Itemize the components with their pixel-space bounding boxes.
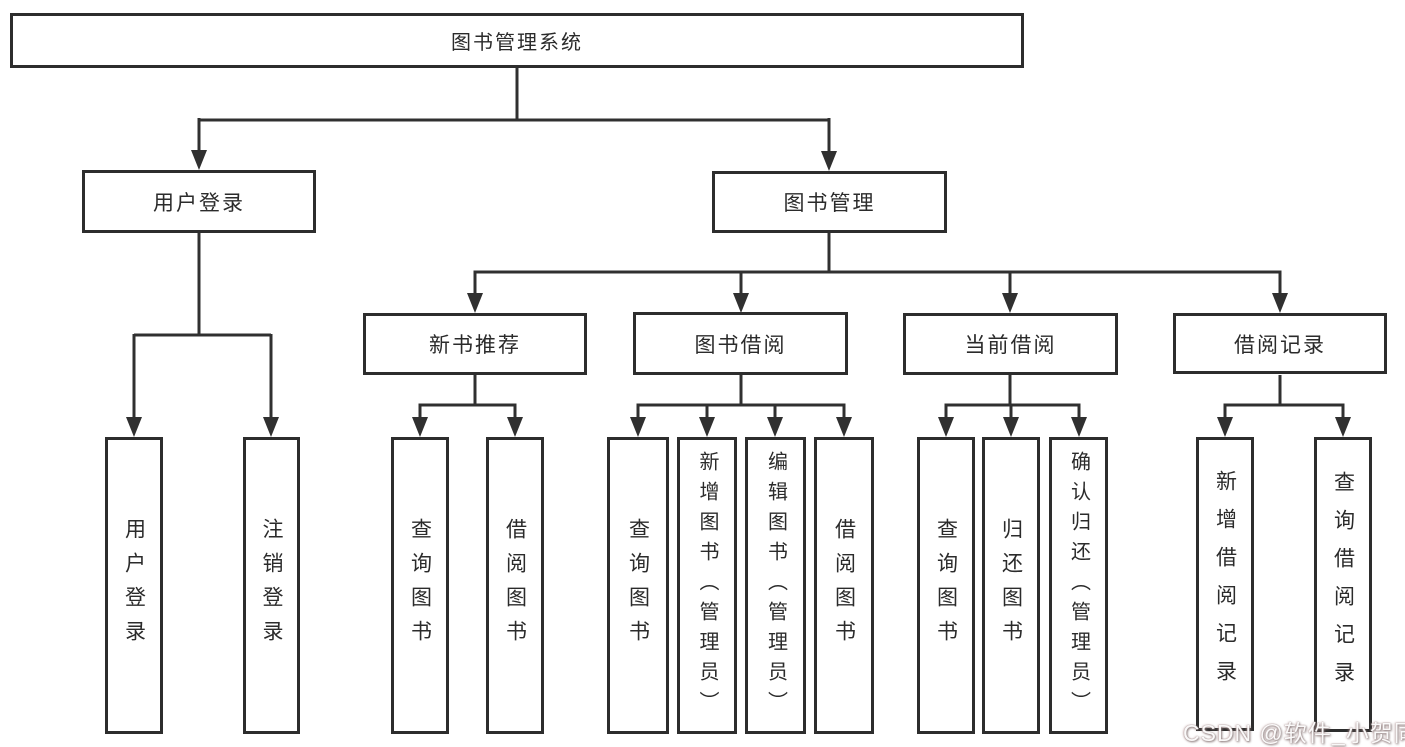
node-leaf-user-logout: 注销登录 bbox=[243, 437, 300, 734]
connector-segments bbox=[132, 68, 1345, 419]
leaf-label: 查询图书 bbox=[408, 517, 432, 654]
leaf-label: 查询图书 bbox=[934, 517, 958, 654]
node-leaf-return-books: 归还图书 bbox=[982, 437, 1040, 734]
node-leaf-query-books-3: 查询图书 bbox=[917, 437, 975, 734]
node-leaf-user-login: 用户登录 bbox=[105, 437, 163, 734]
leaf-label: 新增借阅记录 bbox=[1213, 470, 1237, 698]
node-leaf-confirm-return-admin: 确认归还（管理员） bbox=[1049, 437, 1108, 734]
node-new-book-recommend: 新书推荐 bbox=[363, 313, 587, 375]
node-leaf-add-borrow-record: 新增借阅记录 bbox=[1196, 437, 1254, 731]
leaf-label: 编辑图书（管理员） bbox=[764, 450, 787, 721]
leaf-label: 用户登录 bbox=[122, 517, 146, 654]
node-current-borrowing: 当前借阅 bbox=[903, 313, 1118, 375]
node-book-borrowing: 图书借阅 bbox=[633, 312, 848, 375]
leaf-label: 归还图书 bbox=[999, 517, 1023, 654]
leaf-label: 新增图书（管理员） bbox=[696, 450, 718, 721]
node-leaf-query-borrow-record: 查询借阅记录 bbox=[1314, 437, 1372, 732]
leaf-label: 查询图书 bbox=[626, 517, 650, 654]
node-leaf-borrow-books-1: 借阅图书 bbox=[486, 437, 544, 734]
leaf-label: 查询借阅记录 bbox=[1331, 470, 1355, 699]
leaf-label: 注销登录 bbox=[260, 517, 283, 654]
leaf-label: 借阅图书 bbox=[503, 517, 527, 654]
node-system-root: 图书管理系统 bbox=[10, 13, 1024, 68]
node-book-management-branch: 图书管理 bbox=[712, 171, 947, 233]
node-user-login-branch: 用户登录 bbox=[82, 170, 316, 233]
leaf-label: 借阅图书 bbox=[832, 517, 856, 654]
node-borrowing-records: 借阅记录 bbox=[1173, 313, 1387, 374]
node-leaf-borrow-books-2: 借阅图书 bbox=[814, 437, 874, 734]
node-leaf-query-books-1: 查询图书 bbox=[391, 437, 449, 734]
connector-arrowheads bbox=[126, 150, 1351, 437]
node-leaf-query-books-2: 查询图书 bbox=[607, 437, 669, 734]
csdn-watermark: CSDN @软件_小贺同学 bbox=[1183, 720, 1405, 746]
leaf-label: 确认归还（管理员） bbox=[1067, 450, 1090, 721]
node-leaf-edit-books-admin: 编辑图书（管理员） bbox=[745, 437, 806, 734]
node-leaf-add-books-admin: 新增图书（管理员） bbox=[677, 437, 737, 734]
